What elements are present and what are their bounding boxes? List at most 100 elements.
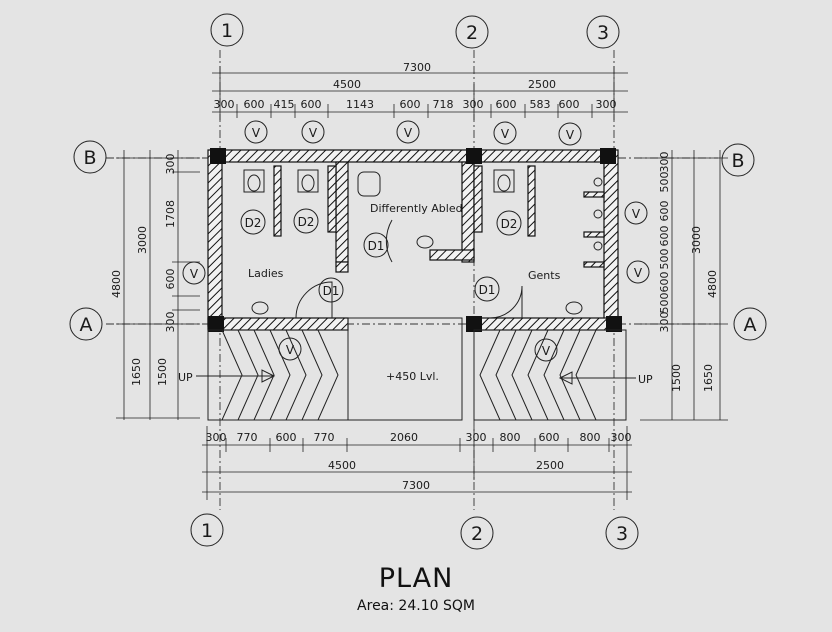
level-label: +450 Lvl. <box>386 370 439 383</box>
svg-text:D2: D2 <box>298 215 315 229</box>
svg-text:V: V <box>190 267 199 281</box>
svg-text:600: 600 <box>244 98 265 111</box>
svg-text:1: 1 <box>221 20 233 42</box>
svg-text:800: 800 <box>580 431 601 444</box>
svg-text:600: 600 <box>301 98 322 111</box>
svg-text:3000: 3000 <box>690 226 703 254</box>
svg-text:600: 600 <box>658 201 671 222</box>
svg-text:4500: 4500 <box>328 459 356 472</box>
grid-bubble-3-bottom: 3 <box>605 516 639 550</box>
svg-text:V: V <box>634 266 643 280</box>
svg-text:D2: D2 <box>245 216 262 230</box>
grid-bubble-1-bottom: 1 <box>190 513 224 547</box>
svg-text:B: B <box>731 150 744 172</box>
svg-text:300: 300 <box>658 312 671 333</box>
svg-text:300: 300 <box>611 431 632 444</box>
ramp-left <box>196 329 349 421</box>
svg-text:300: 300 <box>463 98 484 111</box>
svg-text:B: B <box>83 147 96 169</box>
svg-text:2: 2 <box>466 22 478 44</box>
vent-tags: V V V V V V V V V V <box>182 120 650 362</box>
grid-bubble-b-right: B <box>721 143 755 177</box>
svg-text:1708: 1708 <box>164 200 177 228</box>
svg-text:300: 300 <box>466 431 487 444</box>
svg-text:3: 3 <box>597 22 609 44</box>
dimension-top: 7300 4500 2500 300 600 415 600 1143 600 … <box>212 61 628 120</box>
svg-text:1500: 1500 <box>156 358 169 386</box>
svg-text:300: 300 <box>596 98 617 111</box>
grid-bubble-2-top: 2 <box>455 15 489 49</box>
svg-text:583: 583 <box>530 98 551 111</box>
ramp-right <box>473 329 636 421</box>
svg-text:2500: 2500 <box>528 78 556 91</box>
svg-text:800: 800 <box>500 431 521 444</box>
svg-text:7300: 7300 <box>403 61 431 74</box>
svg-text:500: 500 <box>658 293 671 314</box>
svg-text:V: V <box>309 126 318 140</box>
walls <box>207 148 622 332</box>
svg-text:770: 770 <box>314 431 335 444</box>
svg-text:V: V <box>404 126 413 140</box>
svg-text:V: V <box>542 344 551 358</box>
svg-text:300: 300 <box>164 154 177 175</box>
svg-text:300: 300 <box>206 431 227 444</box>
svg-text:1143: 1143 <box>346 98 374 111</box>
svg-text:V: V <box>566 128 575 142</box>
svg-text:V: V <box>632 207 641 221</box>
grid-bubble-a-right: A <box>733 307 767 341</box>
svg-text:1650: 1650 <box>130 358 143 386</box>
up-label-left: UP <box>178 371 193 384</box>
svg-text:D1: D1 <box>323 284 340 298</box>
plan-title: PLAN <box>378 563 454 594</box>
svg-text:2060: 2060 <box>390 431 418 444</box>
svg-text:600: 600 <box>658 226 671 247</box>
svg-text:D1: D1 <box>479 283 496 297</box>
grid-bubble-b-left: B <box>73 140 107 174</box>
svg-text:300: 300 <box>164 312 177 333</box>
svg-text:1: 1 <box>201 520 213 542</box>
svg-text:1500: 1500 <box>670 364 683 392</box>
room-label-gents: Gents <box>528 269 561 282</box>
svg-text:600: 600 <box>276 431 297 444</box>
svg-text:2500: 2500 <box>536 459 564 472</box>
svg-text:A: A <box>744 314 757 336</box>
grid-bubble-1-top: 1 <box>210 13 244 47</box>
svg-text:D2: D2 <box>501 217 518 231</box>
svg-text:4500: 4500 <box>333 78 361 91</box>
svg-text:300: 300 <box>658 152 671 173</box>
svg-text:V: V <box>501 127 510 141</box>
svg-text:V: V <box>286 343 295 357</box>
floor-plan: 1 2 3 1 2 3 B A B A <box>69 13 767 550</box>
grid-bubble-3-top: 3 <box>586 15 620 49</box>
svg-text:600: 600 <box>559 98 580 111</box>
svg-text:300: 300 <box>214 98 235 111</box>
up-label-right: UP <box>638 373 653 386</box>
grid-bubble-2-bottom: 2 <box>460 516 494 550</box>
svg-text:3: 3 <box>616 523 628 545</box>
svg-text:1650: 1650 <box>702 364 715 392</box>
svg-text:770: 770 <box>237 431 258 444</box>
svg-text:718: 718 <box>433 98 454 111</box>
svg-text:D1: D1 <box>368 239 385 253</box>
svg-text:500: 500 <box>658 249 671 270</box>
svg-text:V: V <box>252 126 261 140</box>
svg-text:600: 600 <box>496 98 517 111</box>
svg-text:4800: 4800 <box>110 270 123 298</box>
svg-text:600: 600 <box>658 272 671 293</box>
door-tags: D2 D2 D2 D1 D1 D1 <box>240 208 522 303</box>
dimension-right: 300 500 600 600 500 600 500 300 3000 150… <box>640 150 728 421</box>
svg-text:3000: 3000 <box>136 226 149 254</box>
plan-area: Area: 24.10 SQM <box>357 598 475 614</box>
svg-text:600: 600 <box>164 269 177 290</box>
svg-text:A: A <box>80 314 93 336</box>
room-label-pwd: Differently Abled <box>370 202 463 215</box>
dimension-bottom: 300 770 600 770 2060 300 800 600 800 300… <box>202 426 632 500</box>
svg-text:600: 600 <box>400 98 421 111</box>
svg-text:2: 2 <box>471 523 483 545</box>
grid-bubble-a-left: A <box>69 307 103 341</box>
svg-text:500: 500 <box>658 172 671 193</box>
svg-text:7300: 7300 <box>402 479 430 492</box>
svg-text:4800: 4800 <box>706 270 719 298</box>
svg-text:600: 600 <box>539 431 560 444</box>
